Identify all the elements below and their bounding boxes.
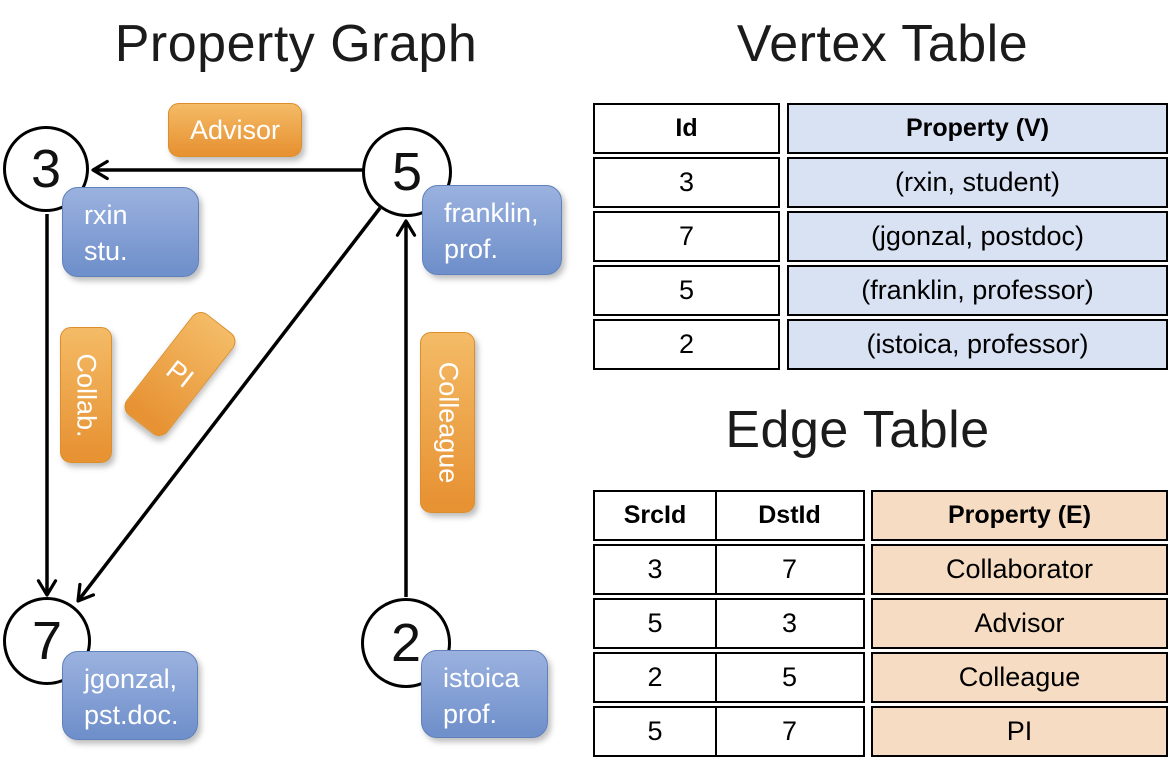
vertex-table-title: Vertex Table — [736, 15, 1029, 73]
vertex-property-line: jgonzal, — [84, 664, 178, 694]
edge-table-srcid-cell: 3 — [593, 544, 717, 595]
edge-label-advisor: Advisor — [168, 103, 302, 157]
edge-table-header-dstid: DstId — [714, 490, 865, 541]
vertex-table-property-cell: (rxin, student) — [787, 157, 1168, 208]
edge-label-text: Collab. — [71, 352, 102, 438]
graph-node-2: 2 — [361, 598, 451, 688]
edge-table-header-srcid: SrcId — [593, 490, 717, 541]
property-graph-title: Property Graph — [114, 15, 478, 73]
edge-table-dstid-cell: 3 — [714, 598, 865, 649]
vertex-table-property-cell: (franklin, professor) — [787, 265, 1168, 316]
edge-table-srcid-cell: 2 — [593, 652, 717, 703]
edge-table-header-row: SrcId DstId — [593, 490, 865, 541]
edge-table-dstid-cell: 5 — [714, 652, 865, 703]
edge-table-dstid-cell: 7 — [714, 544, 865, 595]
edge-table-property-cell: Collaborator — [871, 544, 1168, 595]
node-2-id: 2 — [390, 613, 422, 673]
vertex-table-id-cell: 7 — [593, 211, 780, 262]
edge-table-id-columns: SrcId DstId 3 7 5 3 2 5 5 7 — [593, 490, 865, 757]
graph-node-5: 5 — [362, 127, 452, 217]
vertex-table-property-cell: (istoica, professor) — [787, 319, 1168, 370]
edge-table-row: 2 5 — [593, 652, 865, 703]
vertex-table-header-id: Id — [593, 103, 780, 154]
graph-edges-svg — [36, 159, 417, 603]
vertex-property-line: rxin — [84, 200, 128, 230]
vertex-table-property-cell: (jgonzal, postdoc) — [787, 211, 1168, 262]
vertex-property-line: prof. — [444, 233, 499, 264]
edge-label-text: PI — [161, 353, 200, 394]
edge-label-text: Advisor — [189, 114, 281, 145]
edge-table-srcid-cell: 5 — [593, 598, 717, 649]
vertex-property-box-franklin: franklin, prof. — [422, 185, 562, 275]
edge-table-title: Edge Table — [725, 401, 990, 459]
vertex-table-id-cell: 2 — [593, 319, 780, 370]
edge-table-row: 5 7 — [593, 706, 865, 757]
edge-label-text: Colleague — [433, 361, 463, 484]
edge-table-property-cell: PI — [871, 706, 1168, 757]
vertex-table-id-cell: 3 — [593, 157, 780, 208]
vertex-table-id-cell: 5 — [593, 265, 780, 316]
vertex-property-line: istoica — [443, 663, 520, 693]
vertex-property-line: stu. — [84, 235, 128, 266]
edge-table-header-property: Property (E) — [871, 490, 1168, 541]
edge-table-srcid-cell: 5 — [593, 706, 717, 757]
vertex-property-line: franklin, — [444, 198, 539, 228]
vertex-property-line: prof. — [443, 698, 498, 729]
vertex-property-box-istoica: istoica prof. — [421, 650, 548, 738]
vertex-property-line: pst.doc. — [84, 699, 179, 730]
edge-label-colleague: Colleague — [420, 332, 475, 513]
vertex-table-property-column: Property (V) (rxin, student) (jgonzal, p… — [787, 103, 1168, 370]
node-5-id: 5 — [391, 142, 423, 202]
edge-label-collab: Collab. — [60, 327, 112, 463]
edge-table-property-cell: Colleague — [871, 652, 1168, 703]
edge-5-to-7 — [76, 206, 382, 603]
vertex-property-box-jgonzal: jgonzal, pst.doc. — [62, 651, 198, 740]
edge-table-property-cell: Advisor — [871, 598, 1168, 649]
vertex-property-box-rxin: rxin stu. — [62, 187, 199, 277]
edge-table-property-column: Property (E) Collaborator Advisor Collea… — [871, 490, 1168, 757]
node-3-id: 3 — [30, 139, 62, 199]
edge-table-dstid-cell: 7 — [714, 706, 865, 757]
edge-table-row: 5 3 — [593, 598, 865, 649]
node-7-id: 7 — [31, 611, 63, 671]
edge-table-row: 3 7 — [593, 544, 865, 595]
vertex-table-id-column: Id 3 7 5 2 — [593, 103, 780, 370]
vertex-table-header-property: Property (V) — [787, 103, 1168, 154]
